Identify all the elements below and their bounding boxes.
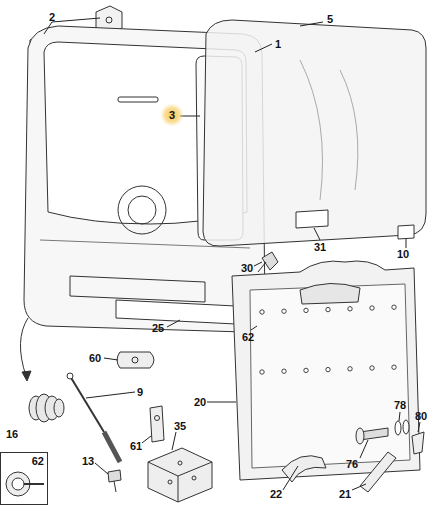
gas-strut bbox=[70, 376, 104, 432]
highlight bbox=[160, 103, 184, 127]
callout-number: 13 bbox=[82, 456, 94, 467]
callout-number: 61 bbox=[130, 441, 142, 452]
cover bbox=[398, 225, 414, 239]
mounting-hole bbox=[392, 305, 396, 309]
callout-number: 1 bbox=[275, 39, 281, 50]
callout-number: 35 bbox=[174, 421, 186, 432]
callout-number: 60 bbox=[89, 353, 101, 364]
spare-wheel-hub bbox=[128, 196, 156, 224]
mounting-hole bbox=[392, 365, 396, 369]
pull-handle bbox=[282, 456, 326, 482]
callout-number: 62 bbox=[242, 332, 254, 343]
handle bbox=[296, 210, 328, 228]
trim-panel bbox=[232, 261, 420, 480]
mounting-hole bbox=[282, 369, 286, 373]
callout-number: 30 bbox=[241, 263, 253, 274]
insertion-arrow bbox=[20, 318, 28, 376]
lock bbox=[148, 448, 212, 502]
callout-number: 10 bbox=[397, 249, 409, 260]
mounting-hole bbox=[304, 308, 308, 312]
bracket bbox=[117, 352, 154, 368]
callout-number: 3 bbox=[169, 110, 175, 121]
callout-number: 22 bbox=[270, 489, 282, 500]
callout-number: 16 bbox=[6, 429, 18, 440]
mounting-hole bbox=[260, 310, 264, 314]
callout-number: 25 bbox=[152, 323, 164, 334]
trim-strip bbox=[116, 300, 236, 324]
washer bbox=[395, 421, 401, 435]
callout-number: 9 bbox=[137, 387, 143, 398]
mounting-hole bbox=[304, 368, 308, 372]
callout-number: 78 bbox=[394, 400, 406, 411]
inset-box: 62 bbox=[0, 452, 48, 505]
callout-number: 62 bbox=[32, 456, 44, 467]
callout-number: 2 bbox=[49, 12, 55, 23]
fastener bbox=[412, 432, 424, 454]
brake-light bbox=[118, 97, 158, 102]
mounting-hole bbox=[370, 366, 374, 370]
callout-number: 80 bbox=[415, 411, 427, 422]
rear-glass bbox=[203, 20, 426, 246]
striker bbox=[150, 406, 164, 442]
callout-number: 20 bbox=[194, 397, 206, 408]
leader-lines bbox=[44, 18, 420, 490]
end-cap bbox=[360, 452, 396, 492]
callout-number: 76 bbox=[346, 459, 358, 470]
mounting-hole bbox=[370, 306, 374, 310]
bolt bbox=[108, 470, 121, 492]
mounting-hole bbox=[260, 370, 264, 374]
callout-number: 31 bbox=[314, 242, 326, 253]
callout-number: 21 bbox=[339, 489, 351, 500]
mounting-hole bbox=[326, 367, 330, 371]
callout-number: 5 bbox=[327, 14, 333, 25]
mounting-hole bbox=[326, 307, 330, 311]
number-plate-recess bbox=[70, 276, 205, 302]
inset-pad bbox=[6, 472, 44, 496]
bellows-grommet bbox=[29, 394, 64, 422]
mounting-hole bbox=[282, 309, 286, 313]
spare-wheel-recess bbox=[118, 186, 166, 234]
mounting-hole bbox=[348, 307, 352, 311]
mounting-hole bbox=[348, 367, 352, 371]
